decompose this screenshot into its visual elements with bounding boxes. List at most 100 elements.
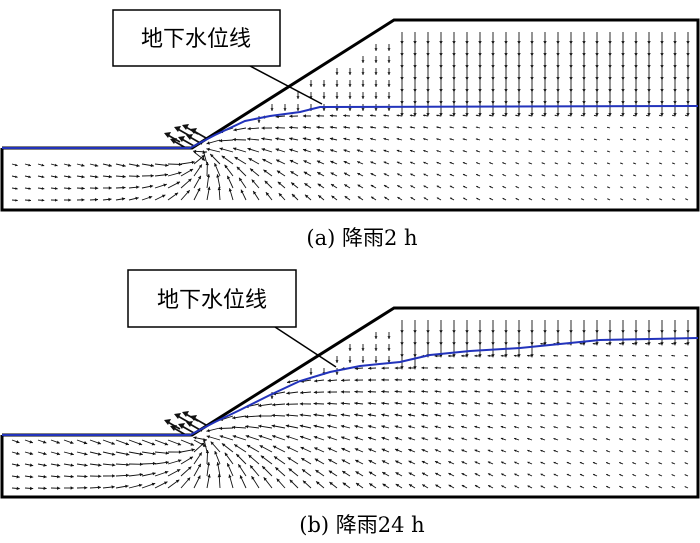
panel-b-flow-arrowhead bbox=[328, 470, 333, 474]
panel-a-flow-arrowhead bbox=[450, 197, 453, 200]
panel-b-flow-arrowhead bbox=[447, 366, 451, 370]
panel-a-flow-arrowhead bbox=[646, 114, 648, 117]
panel-b-flow-arrowhead bbox=[540, 354, 543, 357]
panel-b-flow-arrowhead bbox=[527, 414, 530, 417]
panel-b-flow-arrowhead bbox=[381, 460, 386, 464]
panel-b-flow-arrowhead bbox=[579, 390, 582, 393]
panel-b-flow-arrowhead bbox=[381, 436, 385, 440]
panel-a-flow-arrowhead bbox=[581, 174, 583, 176]
panel-a-flow-arrowhead bbox=[475, 138, 478, 141]
panel-a-flow-arrowhead bbox=[673, 89, 677, 93]
panel-b-flow-arrowhead bbox=[245, 435, 250, 439]
panel-b-flow-arrowhead bbox=[327, 436, 331, 440]
panel-b-flow-arrowhead bbox=[566, 485, 569, 488]
panel-a-flow-arrowhead bbox=[569, 41, 573, 45]
panel-a-flow-arrowhead bbox=[423, 173, 426, 176]
panel-a-flow-arrowhead bbox=[400, 53, 404, 57]
panel-b-flow-arrowhead bbox=[340, 413, 345, 417]
panel-b-flow-arrowhead bbox=[566, 426, 569, 429]
panel-b-flow-arrowhead bbox=[354, 424, 358, 429]
panel-a-flow-arrowhead bbox=[554, 186, 557, 188]
panel-a-flow-arrowhead bbox=[543, 77, 547, 81]
panel-a-flow-arrowhead bbox=[528, 174, 531, 176]
panel-b-flow-arrowhead bbox=[340, 390, 344, 394]
panel-b-flow-arrowhead bbox=[43, 463, 47, 467]
panel-a-flow-arrowhead bbox=[436, 114, 439, 117]
panel-b-flow-arrowhead bbox=[474, 402, 477, 405]
panel-b-flow-arrowhead bbox=[16, 463, 20, 467]
panel-a-flow-arrowhead bbox=[465, 101, 469, 105]
panel-a-flow-arrowhead bbox=[55, 198, 58, 202]
panel-a-flow-arrowhead bbox=[530, 113, 534, 117]
panel-a-flow-arrowhead bbox=[659, 198, 661, 200]
panel-b-flow-arrowhead bbox=[566, 414, 569, 417]
panel-b-flow-arrowhead bbox=[434, 354, 438, 358]
panel-b-flow-arrowhead bbox=[216, 462, 220, 466]
panel-a-flow-arrowhead bbox=[685, 150, 687, 152]
panel-a-flow-arrowhead bbox=[686, 113, 690, 117]
panel-b-flow-arrowhead bbox=[645, 378, 647, 381]
panel-a-flow-arrowhead bbox=[515, 198, 518, 200]
panel-a-flow-arrowhead bbox=[580, 138, 583, 141]
panel-a-flow-arrowhead bbox=[316, 148, 320, 153]
panel-b-flow-arrowhead bbox=[16, 486, 20, 491]
panel-b-flow-arrowhead bbox=[165, 451, 169, 455]
panel-b-flow-arrowhead bbox=[286, 446, 291, 450]
panel-a-toe-arrowhead bbox=[182, 124, 189, 130]
panel-a-flow-arrowhead bbox=[150, 174, 154, 178]
panel-a-flow-arrowhead bbox=[465, 77, 469, 81]
panel-a-flow-arrowhead bbox=[436, 185, 439, 188]
panel-a-flow-arrowhead bbox=[489, 150, 491, 152]
panel-a-flow-arrowhead bbox=[647, 89, 651, 93]
panel-b-flow-arrowhead bbox=[592, 438, 595, 440]
panel-a-flow-arrowhead bbox=[384, 185, 387, 188]
panel-a-flow-arrowhead bbox=[686, 101, 690, 105]
panel-a-flow-arrowhead bbox=[530, 53, 534, 57]
panel-a-flow-arrowhead bbox=[659, 174, 661, 176]
panel-a-flow-arrowhead bbox=[426, 89, 430, 93]
panel-b-flow-arrowhead bbox=[217, 474, 221, 478]
panel-b-flow-arrowhead bbox=[504, 330, 508, 334]
panel-a-flow-arrowhead bbox=[205, 162, 209, 166]
panel-b-flow-arrowhead bbox=[408, 378, 411, 382]
panel-b-flow-arrowhead bbox=[553, 426, 556, 429]
panel-a-flow-arrowhead bbox=[502, 150, 504, 152]
panel-a-flow-arrowhead bbox=[410, 197, 413, 200]
panel-b-flow-arrowhead bbox=[487, 354, 490, 357]
panel-b-flow-arrowhead bbox=[658, 402, 660, 405]
panel-a-flow-arrowhead bbox=[502, 138, 504, 141]
panel-a-flow-arrowhead bbox=[554, 174, 557, 176]
panel-b-flow-arrowhead bbox=[553, 354, 556, 357]
panel-b-flow-arrowhead bbox=[381, 413, 385, 417]
panel-a-flow-arrowhead bbox=[607, 198, 609, 200]
panel-b-flow-arrowhead bbox=[42, 440, 47, 444]
panel-a-flow-arrowhead bbox=[356, 114, 360, 117]
panel-b-flow-arrowhead bbox=[474, 366, 477, 369]
panel-b-flow-arrowhead bbox=[224, 452, 228, 457]
panel-b-flow-arrowhead bbox=[684, 426, 687, 429]
panel-a-flow-arrowhead bbox=[515, 186, 518, 188]
panel-a-flow-arrowhead bbox=[436, 197, 439, 200]
panel-b-flow-arrowhead bbox=[228, 474, 232, 478]
panel-b-flow-arrowhead bbox=[553, 473, 556, 476]
panel-b-flow-arrowhead bbox=[238, 464, 242, 468]
panel-a-flow-arrowhead bbox=[541, 114, 544, 117]
panel-b-flow-arrowhead bbox=[354, 401, 358, 405]
panel-b-flow-arrowhead bbox=[448, 461, 452, 464]
panel-b-flow-arrowhead bbox=[327, 413, 331, 417]
panel-b-flow-arrowhead bbox=[540, 378, 543, 381]
panel-b-flow-arrowhead bbox=[354, 378, 358, 382]
panel-b-flow-arrowhead bbox=[327, 390, 331, 394]
panel-a-callout-box bbox=[112, 9, 281, 67]
panel-a-flow-arrowhead bbox=[68, 175, 72, 179]
panel-a-flow-arrowhead bbox=[400, 77, 404, 81]
panel-a-flow-arrowhead bbox=[331, 195, 335, 199]
panel-a-flow-arrowhead bbox=[202, 150, 206, 154]
panel-b-flow-arrowhead bbox=[176, 469, 181, 473]
panel-a-toe-arrowhead bbox=[186, 134, 193, 140]
panel-b-flow-arrowhead bbox=[556, 330, 560, 334]
panel-a-flow-arrowhead bbox=[543, 65, 547, 69]
panel-a-flow-arrowhead bbox=[304, 183, 308, 187]
panel-b-toe-arrowhead bbox=[182, 411, 189, 417]
panel-b-flow-arrowhead bbox=[288, 468, 293, 472]
